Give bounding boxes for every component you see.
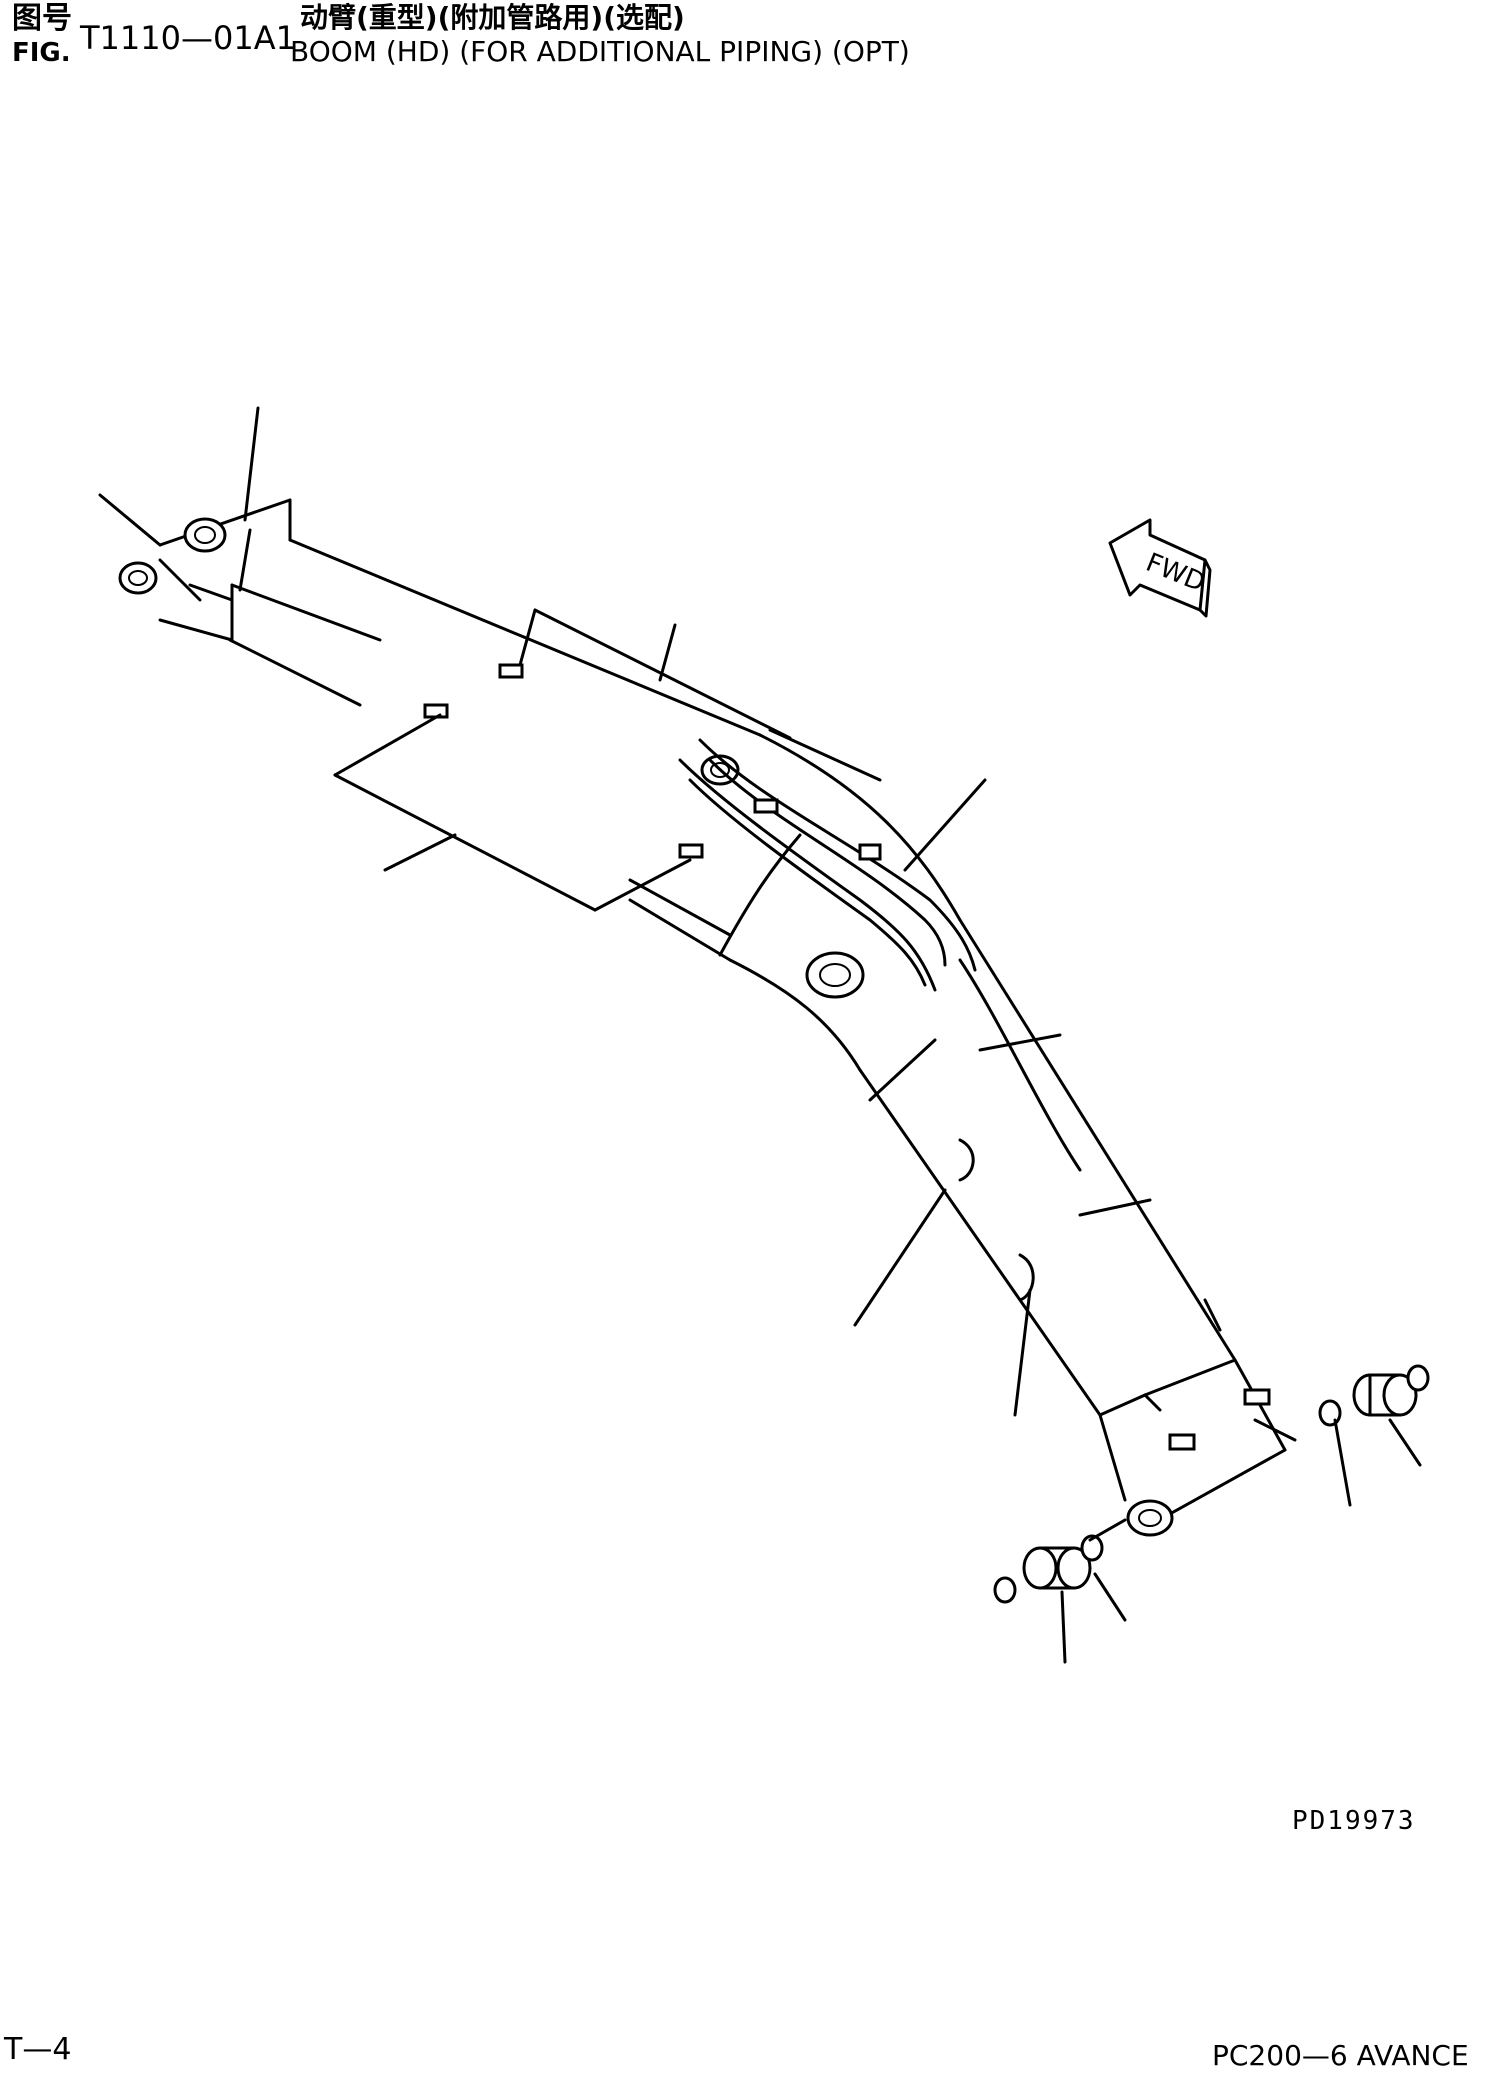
additional-piping: [678, 738, 977, 992]
drawing-code: PD19973: [1292, 1806, 1416, 1836]
clamps: [423, 663, 1271, 1451]
leader-lines: [98, 406, 1422, 1664]
detached-pin-parts: [993, 1364, 1430, 1604]
title-english: BOOM (HD) (FOR ADDITIONAL PIPING) (OPT): [290, 35, 910, 68]
title-chinese: 动臂(重型)(附加管路用)(选配): [300, 1, 685, 34]
fig-number: T1110—01A1: [80, 19, 296, 57]
boom-body: [158, 498, 1287, 1527]
fwd-arrow: FWD: [1108, 518, 1212, 618]
pin-bosses: [118, 517, 1174, 1537]
page-number: T—4: [4, 2032, 72, 2067]
fig-label-en: FIG.: [12, 38, 71, 68]
fig-label-cn: 图号: [12, 1, 72, 36]
machine-model: PC200—6 AVANCE: [1212, 2039, 1469, 2072]
figure-header: 图号 FIG. T1110—01A1 动臂(重型)(附加管路用)(选配) BOO…: [0, 0, 1487, 80]
